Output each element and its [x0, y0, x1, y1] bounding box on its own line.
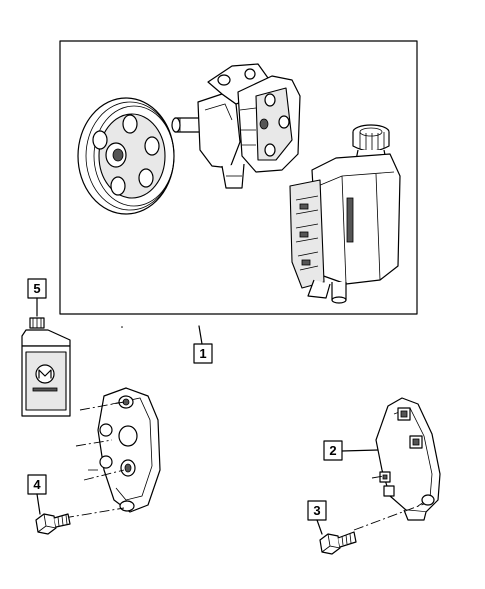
dash-line-right-1	[371, 475, 385, 479]
callout-3-label: 3	[313, 503, 320, 518]
leader-line-1	[198, 325, 203, 345]
dash-line-left-2	[75, 439, 113, 447]
callout-2-label: 2	[329, 443, 336, 458]
callout-1-label: 1	[199, 346, 206, 361]
bolt-3	[319, 531, 357, 555]
callout-2[interactable]: 2	[323, 440, 343, 461]
leader-line-4	[36, 493, 41, 515]
fluid-bottle: 5	[21, 278, 71, 417]
callout-3[interactable]: 3	[307, 500, 327, 521]
leader-line-2	[341, 449, 379, 452]
callout-4-label: 4	[33, 477, 41, 492]
dash-line-left-1	[79, 401, 125, 411]
dash-line-right-2	[353, 503, 425, 531]
dash-line-left-4	[63, 507, 125, 519]
callout-1[interactable]: 1	[193, 343, 213, 364]
callout-4[interactable]: 4	[27, 474, 47, 495]
pump-mounting-bracket-left	[88, 387, 161, 513]
dash-line-left-3	[83, 469, 125, 481]
pulley	[77, 97, 175, 215]
stray-mark	[121, 326, 123, 328]
assembly-group-box	[59, 40, 418, 315]
power-steering-pump	[171, 63, 301, 189]
bolt-4	[35, 513, 71, 535]
leader-line-3	[316, 519, 323, 535]
pump-mounting-bracket-right	[375, 397, 441, 521]
fluid-reservoir	[289, 124, 401, 304]
callout-5-label: 5	[33, 281, 40, 296]
